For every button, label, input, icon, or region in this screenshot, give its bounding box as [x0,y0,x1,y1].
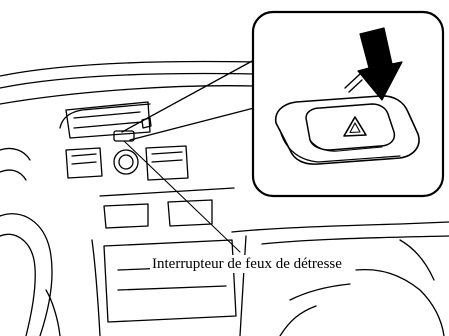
hazard-switch-inset [253,12,443,196]
steering-wheel [0,214,60,336]
dashboard-outline [0,62,255,180]
hazard-switch-label: Interrupteur de feux de détresse [150,255,344,273]
inset-leader-lines [122,60,254,140]
callout-leader-line [124,141,240,252]
clock [114,150,138,174]
center-console [60,102,246,336]
passenger-side-dash [232,222,449,336]
